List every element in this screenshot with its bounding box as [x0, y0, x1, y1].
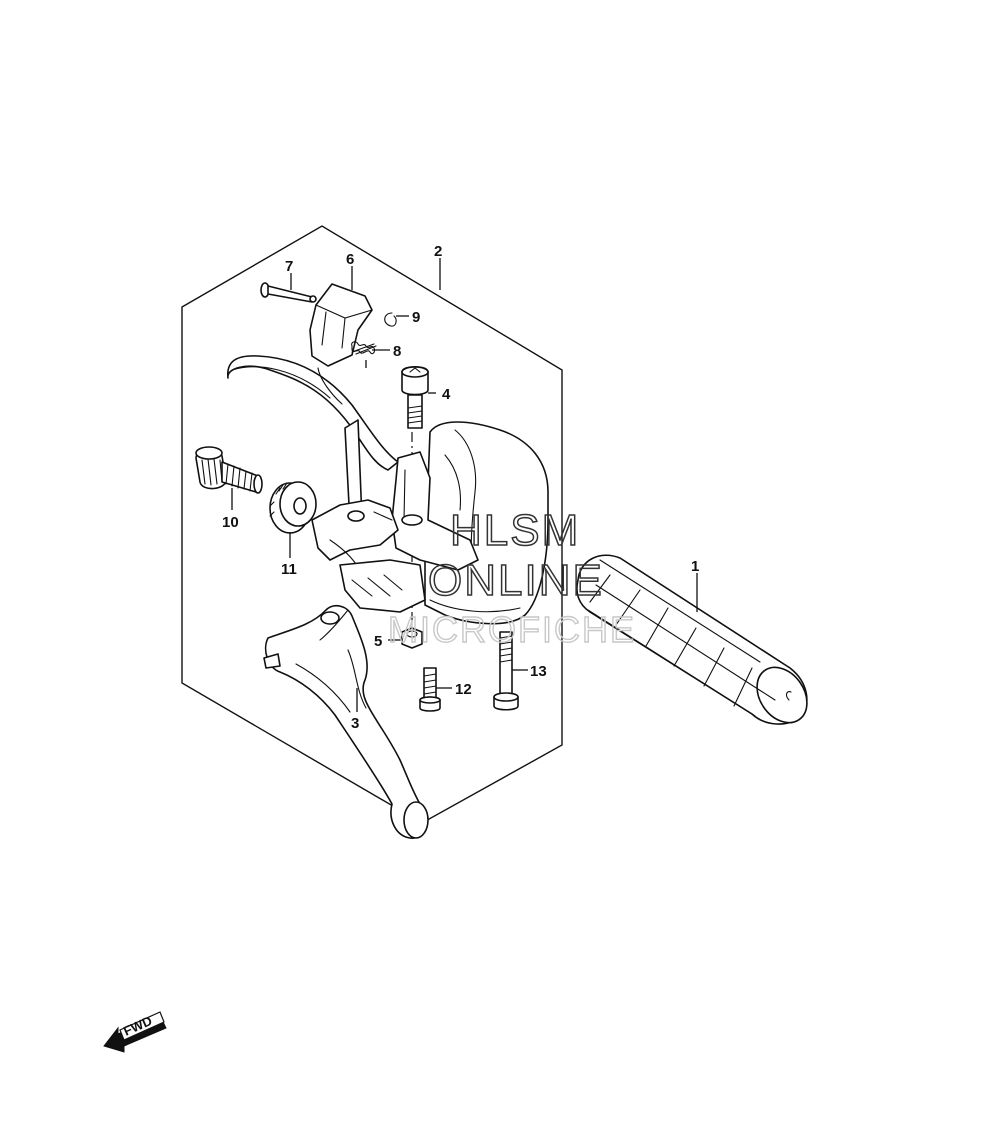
pin-part-7 — [260, 282, 317, 303]
housing-part-6 — [309, 283, 373, 367]
watermark-line-2: ONLINE — [428, 556, 604, 605]
bolt-part-13 — [493, 631, 519, 711]
watermark-line-1: HLSM — [450, 506, 580, 555]
part-label-7: 7 — [285, 258, 293, 275]
part-label-9: 9 — [412, 309, 420, 326]
assembly-frame — [181, 225, 563, 824]
bolt-part-4 — [401, 365, 429, 429]
part-label-4: 4 — [442, 386, 451, 403]
watermark: HLSM ONLINE MICROFICHE — [387, 505, 636, 650]
part-label-3: 3 — [351, 715, 359, 732]
grip-part-1 — [576, 554, 808, 725]
part-label-13: 13 — [530, 663, 547, 680]
nut-part-5 — [401, 627, 423, 649]
leader-lines — [231, 258, 698, 712]
part-label-6: 6 — [346, 251, 354, 268]
part-label-8: 8 — [393, 343, 401, 360]
part-label-2: 2 — [434, 243, 442, 260]
lever-part-3 — [263, 604, 429, 839]
part-label-12: 12 — [455, 681, 472, 698]
spring-part-8 — [351, 341, 377, 355]
locknut-part-11 — [269, 481, 317, 534]
adjuster-part-10 — [195, 446, 263, 494]
bolt-part-12 — [419, 667, 441, 712]
clip-part-9 — [384, 312, 397, 327]
bracket-part-2 — [311, 421, 549, 625]
watermark-line-3: MICROFICHE — [388, 609, 636, 650]
fwd-arrow-icon: FWD — [103, 1011, 167, 1053]
part-label-10: 10 — [222, 514, 239, 531]
part-label-11: 11 — [281, 561, 297, 578]
part-label-1: 1 — [691, 558, 699, 575]
part-label-5: 5 — [374, 633, 382, 650]
